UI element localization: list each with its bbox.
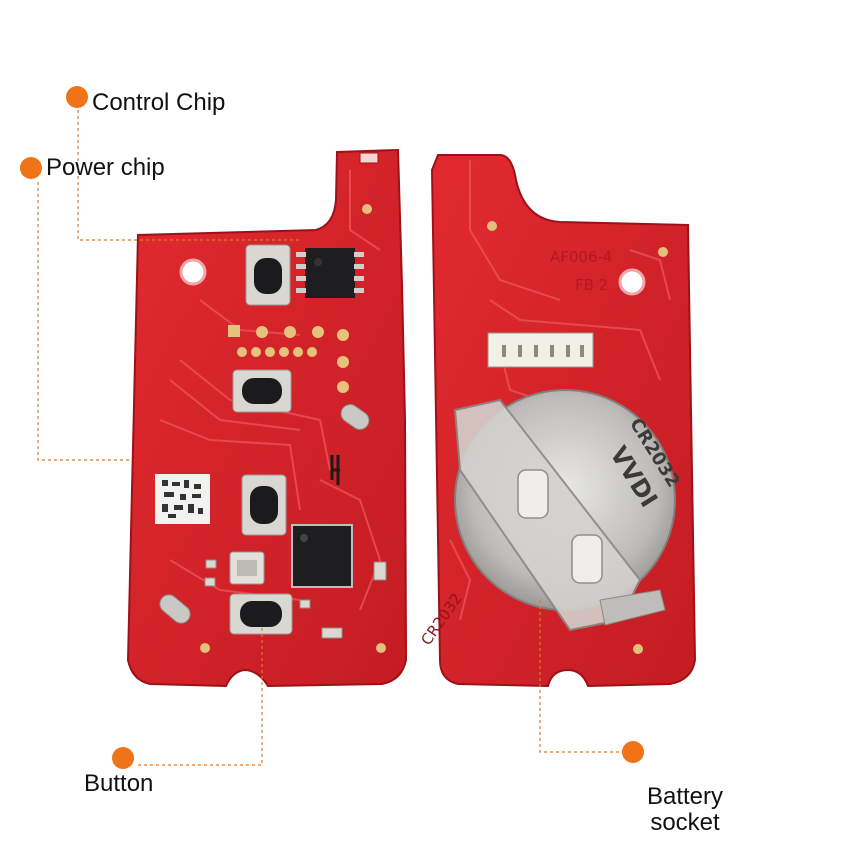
front-mount-hole: [179, 258, 207, 286]
pin-header-connector: [487, 332, 594, 368]
tact-switch-4: [229, 593, 293, 635]
callout-leader-lines: [37, 110, 622, 766]
control-chip: [296, 248, 364, 298]
power-chip-marker-icon: [20, 157, 42, 179]
back-board-code: AF006-4: [550, 248, 612, 266]
qr-sticker: [155, 474, 210, 524]
power-chip-label: Power chip: [46, 154, 165, 181]
programming-pads: [228, 325, 349, 393]
back-pcb: AF006-4 FB 2 VVDI CR2032 CR2032: [417, 154, 697, 688]
front-pcb: [126, 148, 408, 688]
tact-switch-3: [241, 474, 287, 536]
battery-socket-label: Battery socket: [630, 784, 740, 836]
power-chip: [291, 524, 353, 588]
control-chip-marker-icon: [66, 86, 88, 108]
back-mount-hole: [618, 268, 646, 296]
button-label: Button: [84, 770, 154, 797]
front-battery-contacts: [159, 404, 370, 624]
tact-switch-2: [232, 369, 292, 413]
button-marker-icon: [112, 747, 134, 769]
tact-switch-1: [245, 244, 291, 306]
battery-socket-label-line2: socket: [650, 809, 720, 836]
battery-socket-marker-icon: [622, 741, 644, 763]
back-board-rev: FB 2: [575, 276, 608, 294]
control-chip-label: Control Chip: [92, 89, 226, 116]
battery-socket-label-line1: Battery: [646, 783, 724, 810]
